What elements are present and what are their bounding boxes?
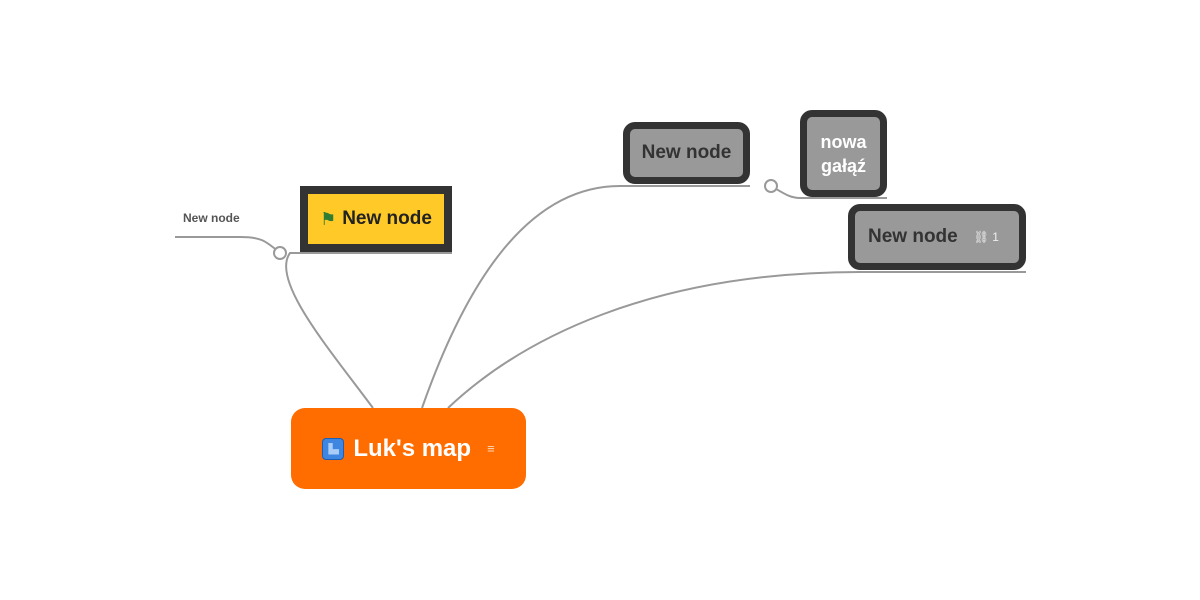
root-node[interactable]: Luk's map ≡ — [291, 408, 526, 489]
node-label: New node — [641, 142, 732, 163]
notes-icon[interactable]: ≡ — [487, 441, 495, 456]
node-label: New node — [342, 208, 432, 229]
node-label-line2: gałąź — [820, 155, 866, 176]
top-node[interactable]: New node — [623, 122, 750, 184]
collapse-toggle[interactable] — [764, 179, 778, 193]
branch-node[interactable]: nowa gałąź — [800, 110, 887, 197]
document-icon — [322, 437, 345, 460]
collapse-toggle[interactable] — [273, 246, 287, 260]
root-label: Luk's map — [353, 434, 472, 462]
flag-node[interactable]: ⚑ New node — [300, 186, 452, 252]
link-node[interactable]: New node ⛓ 1 — [848, 204, 1026, 270]
link-icon[interactable]: ⛓ 1 — [973, 230, 999, 244]
plain-node[interactable]: New node — [183, 211, 240, 225]
node-label: New node — [868, 226, 958, 247]
node-label-line1: nowa — [820, 131, 867, 152]
flag-icon: ⚑ — [320, 208, 337, 229]
